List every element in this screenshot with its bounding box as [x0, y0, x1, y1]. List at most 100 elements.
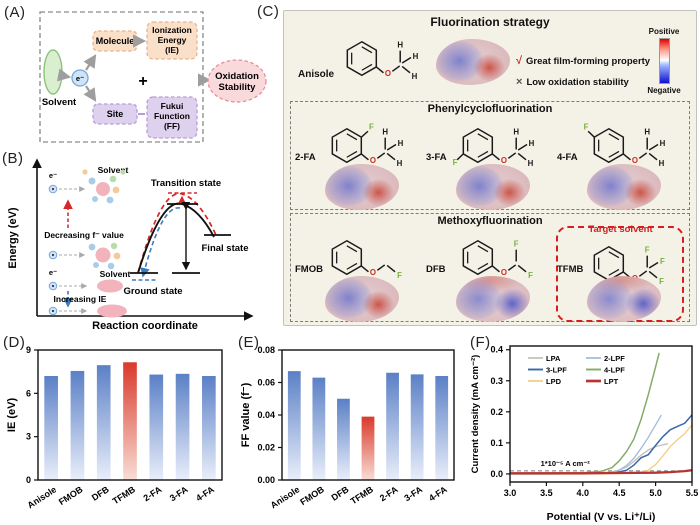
- y-tick-label: 0.06: [257, 378, 275, 388]
- x-tick-label: 4-FA: [427, 484, 449, 503]
- x-tick-label: 2-FA: [378, 484, 400, 503]
- b-ylabel: Energy (eV): [7, 207, 19, 268]
- bar-TFMB: [123, 362, 137, 480]
- x-tick-label: FMOB: [57, 484, 85, 507]
- anisole-label: Anisole: [298, 69, 335, 80]
- molecule-label: FMOB: [295, 264, 323, 275]
- y-tick-label: 0.1: [490, 438, 503, 448]
- atom-label: O: [370, 156, 376, 165]
- ff-line3: (FF): [164, 121, 180, 131]
- e-top-label: e⁻: [49, 171, 57, 180]
- plus-sign: +: [138, 73, 147, 90]
- ellipse-row-2: [48, 304, 127, 318]
- panel-f-label: (F): [470, 334, 491, 351]
- legend-label-2-LPF: 2-LPF: [604, 354, 625, 363]
- oxidation-shape: [207, 59, 267, 103]
- bar-TFMB: [361, 416, 375, 480]
- pro-text: Great film-forming property: [526, 56, 651, 67]
- atom-label: H: [659, 159, 665, 168]
- FMOB-esp-map: [325, 276, 399, 322]
- y-tick-label: 0: [26, 475, 31, 485]
- check-icon: √: [516, 55, 523, 67]
- target-solvent-label: Target solvent: [588, 224, 653, 235]
- solvent-top-label: Solvent: [98, 165, 129, 175]
- legend-label-LPT: LPT: [604, 377, 619, 386]
- bar-4-FA: [435, 376, 449, 480]
- atom-label: H: [513, 128, 519, 137]
- atom-label: O: [632, 156, 638, 165]
- bar-3-FA: [410, 374, 424, 480]
- atom-label: H: [412, 72, 418, 81]
- colorbar-negative: Negative: [647, 86, 681, 95]
- molecule-box: [92, 30, 138, 52]
- x-tick-label: 3-FA: [168, 484, 190, 503]
- molecule-structure-wrap: OFFF: [581, 234, 676, 302]
- x-tick-label: DFB: [90, 484, 111, 503]
- y-tick-label: 0.04: [257, 410, 275, 420]
- ie-box: [146, 21, 198, 60]
- y-tick-label: 0.02: [257, 443, 275, 453]
- panel-b-diagram: Energy (eV) Reaction coordinate Solvent …: [7, 158, 254, 332]
- y-tick-label: 3: [26, 432, 31, 442]
- panel-b-label: (B): [2, 150, 24, 167]
- b-xlabel: Reaction coordinate: [92, 320, 198, 332]
- red-curve: [137, 192, 217, 274]
- panel-c-label: (C): [257, 3, 280, 20]
- x-tick-label: 4.0: [577, 488, 590, 498]
- y-axis-label: Current density (mA cm⁻²): [470, 355, 481, 474]
- 2-FA-esp-map: [325, 164, 399, 210]
- x-tick-label: 3-FA: [402, 484, 424, 503]
- cluster-row-1: [48, 169, 126, 204]
- atom-label: O: [501, 268, 507, 277]
- TFMB-esp-map: [587, 276, 661, 322]
- esp-colorbar: Positive Negative: [637, 27, 691, 95]
- x-tick-label: 2-FA: [142, 484, 164, 503]
- x-tick-label: 4-FA: [194, 484, 216, 503]
- atom-label: F: [645, 246, 650, 255]
- atom-label: F: [397, 271, 402, 280]
- c-title: Fluorination strategy: [430, 15, 550, 29]
- atom-label: H: [528, 159, 534, 168]
- cluster-row-2: [48, 242, 121, 270]
- 3-FA-esp-map: [456, 164, 530, 210]
- ie-line2: Energy: [158, 35, 187, 45]
- x-tick-label: 3.0: [504, 488, 517, 498]
- atom-label: F: [369, 122, 374, 131]
- final-label: Final state: [202, 243, 249, 254]
- bar-DFB: [337, 398, 350, 480]
- electron-label: e⁻: [76, 74, 84, 83]
- x-tick-label: TFMB: [111, 484, 138, 506]
- y-axis-label: FF value (f⁻): [240, 382, 252, 447]
- oxidation-line1: Oxidation: [215, 71, 259, 82]
- TFMB-structure: OFFF: [593, 246, 665, 286]
- molecule-label: 2-FA: [295, 152, 316, 163]
- solvent-label: Solvent: [42, 97, 77, 108]
- bar-Anisole: [44, 376, 58, 480]
- atom-label: H: [397, 41, 403, 50]
- atom-label: H: [529, 139, 535, 148]
- bar-FMOB: [312, 377, 326, 480]
- x-tick-label: 5.5: [686, 488, 699, 498]
- bar-2-FA: [149, 374, 164, 480]
- y-tick-label: 0.00: [257, 475, 275, 485]
- legend-label-LPD: LPD: [546, 377, 562, 386]
- increasing-label: Increasing IE: [54, 294, 107, 304]
- molecule-label: DFB: [426, 264, 446, 275]
